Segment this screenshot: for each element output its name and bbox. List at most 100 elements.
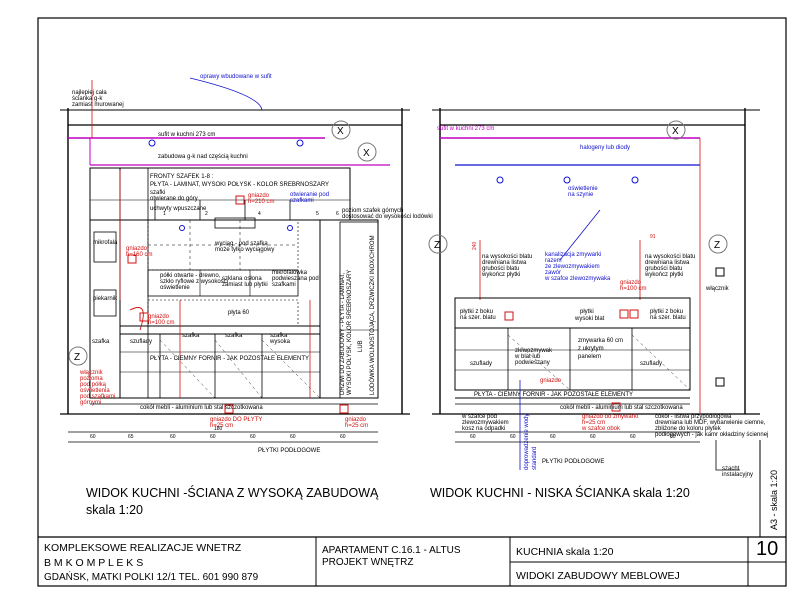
cabinet-tall-2: wysoka	[269, 339, 291, 345]
fronts-material: PŁYTA - LAMINAT, WYSOKI POŁYSK - KOLOR S…	[150, 182, 329, 188]
company-address: GDAŃSK, MATKI POLKI 12/1 TEL. 601 990 87…	[44, 572, 259, 583]
worktop-label-right: PŁYTA - CIEMNY FORNIR - JAK POZOSTAŁE EL…	[474, 392, 633, 398]
dim-l-5: 60	[250, 434, 256, 440]
cab-no-3: 4	[258, 211, 261, 217]
plinth-note-4: podłogowych - jak kamr okładziny ścienne…	[655, 432, 768, 438]
glass-note-1: półki otwarte - drewno,	[160, 273, 221, 279]
plinth-note-3: zbliżone do koloru płytek	[655, 426, 722, 432]
shelf-note-3: uchwyty wpuszczane	[150, 206, 207, 212]
dim-r-5: 60	[630, 434, 636, 440]
dim-l-total: 180	[214, 426, 223, 432]
wood-l-4: wykończ płytki	[481, 272, 520, 278]
right-elevation-view	[428, 108, 760, 471]
level-note-1: poziom szafek górnych	[342, 208, 403, 214]
marker-z-right-2: Z	[714, 240, 720, 251]
gk-cover-note: zabudowa g-k nad częścią kuchni	[158, 154, 248, 160]
tiles-c: płytki	[580, 309, 594, 315]
pipe-note-2: razem	[545, 258, 562, 264]
fridge-doors-1: DRZWI DO ZABUDOWY - PŁYTA - LAMINAT,	[340, 273, 346, 395]
wood-r-3: grubości blatu	[645, 266, 682, 272]
waste-2: zlewozmywakiem	[462, 420, 509, 426]
cab-no-6: 6	[336, 211, 339, 217]
sheet-number: 10	[756, 538, 779, 560]
drawers-label: szuflady	[130, 339, 152, 345]
sheet-title: KUCHNIA skala 1:20	[516, 546, 614, 558]
counter-h: wysoki blat	[574, 316, 605, 322]
socket-dw-h: h=25 cm	[582, 420, 605, 426]
socket-top-h: h=210 cm	[248, 199, 275, 205]
dim-l-7: 60	[340, 434, 346, 440]
cabinet-label-3: szafka	[225, 333, 243, 339]
socket-1-right: gniazdo	[620, 280, 642, 286]
socket-dw-3: w szafce obok	[581, 426, 621, 432]
ceiling-note: sufit w kuchni 273 cm	[158, 132, 215, 138]
water-1: doprowadzenie wody	[524, 414, 530, 470]
project-name: APARTAMENT C.16.1 - ALTUS	[322, 545, 461, 556]
note-top-3: zamiast murowanej	[72, 102, 124, 108]
hood-note-2: może tylko wyciągowy	[215, 247, 274, 253]
open-note-1: otwieranie pod	[290, 192, 329, 198]
tiles-r-1: płytki z boku	[650, 309, 683, 315]
micro-note-3: szafkami	[272, 282, 296, 288]
left-view-labels: najlepiej cała ścianka g-k zamiast murow…	[72, 74, 433, 454]
dim-r-3: 60	[550, 434, 556, 440]
right-view-labels: sufit w kuchni 273 cm halogeny lub diody…	[434, 126, 768, 478]
dim-l-1: 60	[90, 434, 96, 440]
shelf-glass-2: zamiast lub płytki	[222, 282, 268, 288]
water-2: standard	[532, 447, 538, 470]
dim-r-91: 91	[650, 234, 656, 240]
shelf-note-2: otwierane do góry	[150, 196, 198, 202]
socket-low: gniazdo	[148, 314, 170, 320]
marker-z-right-1: Z	[434, 240, 440, 251]
socket-top: gniazdo	[248, 193, 270, 199]
title-left-view: WIDOK KUCHNI -ŚCIANA Z WYSOKĄ ZABUDOWĄ	[86, 485, 379, 500]
socket-floor2: gniazdo	[345, 417, 367, 423]
pipe-note-5: w szafce zlewozmywaka	[544, 276, 611, 282]
dim-r-1: 60	[470, 434, 476, 440]
sheet-scale-vertical: A3 - skala 1:20	[769, 470, 779, 530]
floor-tiles-left: PŁYTKI PODŁOGOWE	[258, 448, 320, 454]
company-name: KOMPLEKSOWE REALIZACJE WNETRZ	[44, 542, 242, 554]
switch-note-3: pod półką	[80, 382, 107, 388]
plate-label: płyta 60	[228, 310, 250, 316]
dim-r-240: 240	[472, 241, 478, 250]
sink-3: podwieszany	[515, 360, 550, 366]
pipe-note-4: zawór	[545, 270, 561, 276]
lights-rail-2: na szynie	[568, 192, 594, 198]
marker-x-2: X	[363, 148, 370, 159]
dishwasher-2: z ukrytym	[578, 346, 604, 352]
glass-note-3: oświetlenie	[160, 285, 190, 291]
socket-dw: gniazdo do zmywarki	[582, 414, 638, 420]
switch-right: włącznik	[705, 286, 730, 292]
sheet-frame	[37, 17, 787, 587]
pipe-note-1: kanalizacja zmywarki	[545, 252, 601, 258]
switch-note-1: włącznik	[79, 370, 104, 376]
pipe-note-3: ze zlewozmywakiem	[545, 264, 600, 270]
dim-l-3: 60	[170, 434, 176, 440]
wood-r-1: na wysokości blatu	[645, 254, 695, 260]
wood-l-2: drewniana listwa	[482, 260, 527, 266]
micro-note-1: mikrofalówka	[272, 270, 308, 276]
switch-note-6: górnymi	[80, 400, 101, 406]
lights-note: oprawy wbudowane w sufit	[200, 74, 272, 80]
drawers-right-right: szuflady	[640, 361, 662, 367]
glass-note-2: szkło ryflowe z wysokości	[160, 279, 228, 285]
sink-2: w blat lub	[514, 354, 541, 360]
shelf-note-1: szafki	[150, 190, 165, 196]
dim-r-4: 60	[590, 434, 596, 440]
marker-z-1: Z	[74, 352, 80, 363]
wood-r-4: wykończ płytki	[644, 272, 683, 278]
drawers-left-right: szuflady	[470, 361, 492, 367]
or-label: LUB	[358, 340, 364, 352]
open-note-2: szafkami	[290, 198, 314, 204]
cab-no-1: 1	[163, 211, 166, 217]
plinth-label-right: cokół mebli - aluminium lub stal szczotk…	[560, 405, 683, 411]
oven-label: piekarnik	[93, 296, 118, 302]
plinth-note-1: cokół - listwa przypodłogowa	[655, 414, 732, 420]
waste-1: w szafce pod	[461, 414, 497, 420]
halogens-note: halogeny lub diody	[580, 145, 630, 151]
socket-floor: gniazdo DO PŁYTY	[210, 417, 262, 423]
dim-l-6: 60	[290, 434, 296, 440]
fronts-title: FRONTY SZAFEK 1-8 :	[150, 174, 214, 180]
floor-tiles-right: PŁYTKI PODŁOGOWE	[542, 459, 604, 465]
